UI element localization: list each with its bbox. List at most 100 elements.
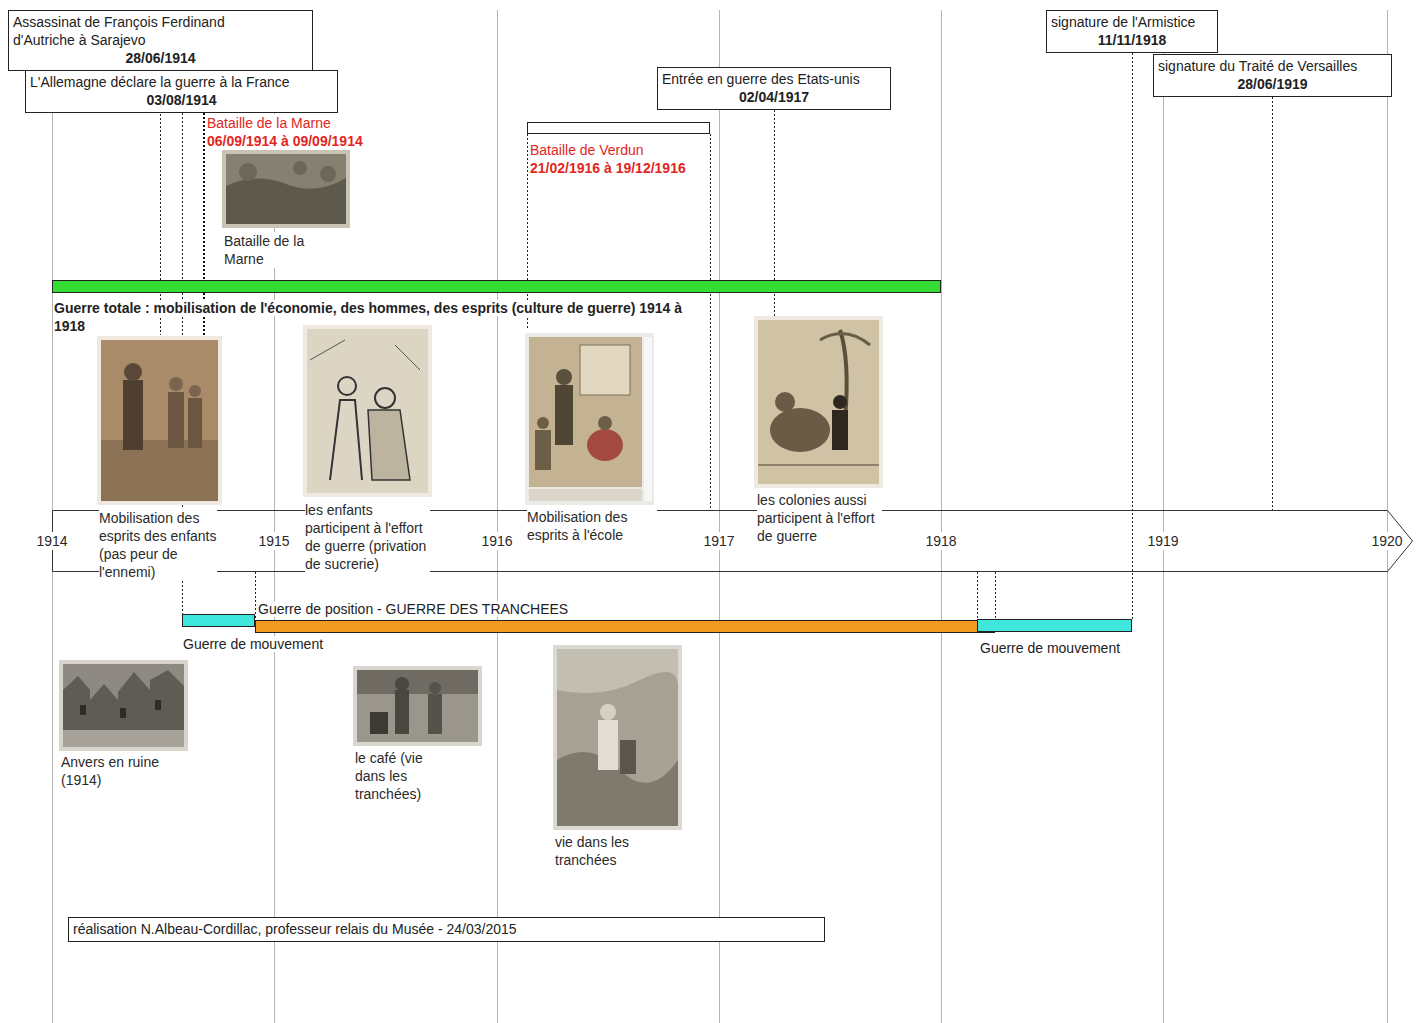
photo-marne — [222, 150, 350, 228]
battle-title: Bataille de Verdun — [530, 142, 644, 158]
photo-children-postcard — [189, 385, 201, 397]
photo-trench-life — [620, 740, 636, 774]
photo-school-postcard — [644, 337, 652, 501]
photo-coffee-trench — [370, 712, 388, 734]
event-box: signature du Traité de Versailles28/06/1… — [1153, 54, 1392, 97]
photo-trench-life — [553, 645, 682, 830]
photo-marne — [293, 161, 307, 175]
photo-school-postcard — [580, 345, 630, 395]
photo-coffee-trench — [395, 677, 409, 691]
photo-caption: Bataille de la Marne — [224, 232, 324, 268]
photo-children-postcard — [188, 398, 202, 448]
photo-colonies-postcard — [758, 464, 879, 466]
band-caption: Guerre totale : mobilisation de l'économ… — [54, 300, 682, 334]
text-row: 21/02/1916 à 19/12/1916 — [530, 159, 730, 177]
photo-caption: Mobilisation des esprits à l'école — [527, 508, 657, 544]
photo-marne — [239, 163, 257, 181]
photo-trench-life — [557, 649, 678, 693]
year-label: 1915 — [256, 532, 292, 550]
battle-dates: 21/02/1916 à 19/12/1916 — [530, 160, 686, 176]
photo-antwerp-ruins — [120, 708, 126, 718]
event-box: Assassinat de François Ferdinand d'Autri… — [8, 10, 313, 71]
photo-children-postcard — [169, 377, 183, 391]
photo-colonies-postcard — [832, 410, 848, 450]
event-text: Entrée en guerre des Etats-unis — [662, 70, 886, 88]
photo-children-postcard — [97, 336, 222, 505]
photo-school-postcard — [537, 417, 549, 429]
year-grid-line — [1387, 10, 1388, 1023]
movement-war-bar: Guerre de mouvement — [977, 619, 1132, 632]
photo-sweets-postcard — [307, 329, 428, 493]
event-text: signature du Traité de Versailles — [1158, 57, 1387, 75]
photo-antwerp-ruins — [59, 660, 188, 751]
photo-sweets-postcard — [330, 377, 362, 480]
photo-trench-life — [553, 645, 682, 830]
event-text: L'Allemagne déclare la guerre à la Franc… — [30, 73, 333, 91]
photo-school-postcard — [529, 337, 642, 487]
photo-marne — [320, 166, 336, 182]
photo-children-postcard — [97, 336, 222, 505]
position-war-bar: Guerre de position - GUERRE DES TRANCHEE… — [255, 620, 995, 633]
year-label: 1914 — [34, 532, 70, 550]
year-label: 1917 — [701, 532, 737, 550]
photo-marne — [222, 150, 350, 228]
photo-caption: le café (vie dans les tranchées) — [355, 749, 445, 803]
photo-coffee-trench — [429, 682, 441, 694]
event-date: 11/11/1918 — [1051, 31, 1213, 49]
photo-antwerp-ruins — [80, 705, 86, 715]
credit-text: réalisation N.Albeau-Cordillac, professe… — [73, 920, 820, 938]
outside-text-wrap: Guerre de mouvement — [183, 635, 383, 653]
photo-trench-life — [557, 649, 678, 826]
bar-caption: Guerre de mouvement — [183, 636, 323, 652]
photo-antwerp-ruins — [63, 670, 184, 747]
year-label: 1916 — [479, 532, 515, 550]
event-text: Assassinat de François Ferdinand d'Autri… — [13, 13, 263, 49]
photo-coffee-trench — [353, 666, 482, 746]
photo-antwerp-ruins — [155, 700, 161, 710]
text-row: Guerre de mouvement — [980, 639, 1180, 657]
event-text: signature de l'Armistice — [1051, 13, 1213, 31]
photo-caption: les enfants participent à l'effort de gu… — [305, 501, 430, 573]
outside-text-wrap: Guerre de mouvement — [980, 639, 1180, 657]
year-grid-line — [497, 10, 498, 1023]
outside-text-wrap: Guerre de position - GUERRE DES TRANCHEE… — [258, 600, 678, 618]
photo-marne — [226, 154, 346, 224]
photo-antwerp-ruins — [63, 730, 184, 747]
photo-children-postcard — [168, 392, 184, 448]
photo-coffee-trench — [428, 694, 442, 734]
photo-caption: vie dans les tranchées — [555, 833, 665, 869]
date-leader-line — [977, 572, 978, 619]
photo-school-postcard — [525, 333, 654, 505]
text-row: Bataille de Verdun — [530, 141, 730, 159]
photo-children-postcard — [101, 440, 218, 501]
event-date: 28/06/1919 — [1158, 75, 1387, 93]
date-leader-line — [1272, 97, 1273, 510]
event-box: signature de l'Armistice11/11/1918 — [1046, 10, 1218, 53]
bar-caption: Guerre de position - GUERRE DES TRANCHEE… — [258, 601, 568, 617]
year-label: 1919 — [1145, 532, 1181, 550]
photo-colonies-postcard — [754, 316, 883, 488]
battle-marker-box: Bataille de Verdun21/02/1916 à 19/12/191… — [527, 122, 710, 134]
date-leader-line — [255, 572, 256, 620]
photo-colonies-postcard — [775, 392, 795, 412]
photo-colonies-postcard — [833, 395, 847, 409]
photo-sweets-postcard — [310, 340, 420, 370]
photo-sweets-postcard — [375, 388, 395, 408]
photo-school-postcard — [587, 429, 623, 461]
year-grid-line — [941, 10, 942, 1023]
event-date: 03/08/1914 — [30, 91, 333, 109]
year-label: 1918 — [923, 532, 959, 550]
battle-title: Bataille de la Marne — [207, 114, 397, 132]
photo-school-postcard — [598, 416, 612, 430]
photo-school-postcard — [556, 369, 572, 385]
year-grid-line — [1163, 10, 1164, 1023]
photo-sweets-postcard — [368, 410, 410, 480]
date-leader-line — [161, 53, 1273, 620]
photo-colonies-postcard — [820, 334, 870, 345]
event-date: 02/04/1917 — [662, 88, 886, 106]
photo-sweets-postcard — [303, 325, 432, 497]
photo-school-postcard — [525, 333, 654, 505]
outside-text-wrap: Guerre totale : mobilisation de l'économ… — [54, 299, 714, 335]
photo-caption: Mobilisation des esprits des enfants (pa… — [99, 509, 217, 581]
photo-school-postcard — [535, 430, 551, 470]
